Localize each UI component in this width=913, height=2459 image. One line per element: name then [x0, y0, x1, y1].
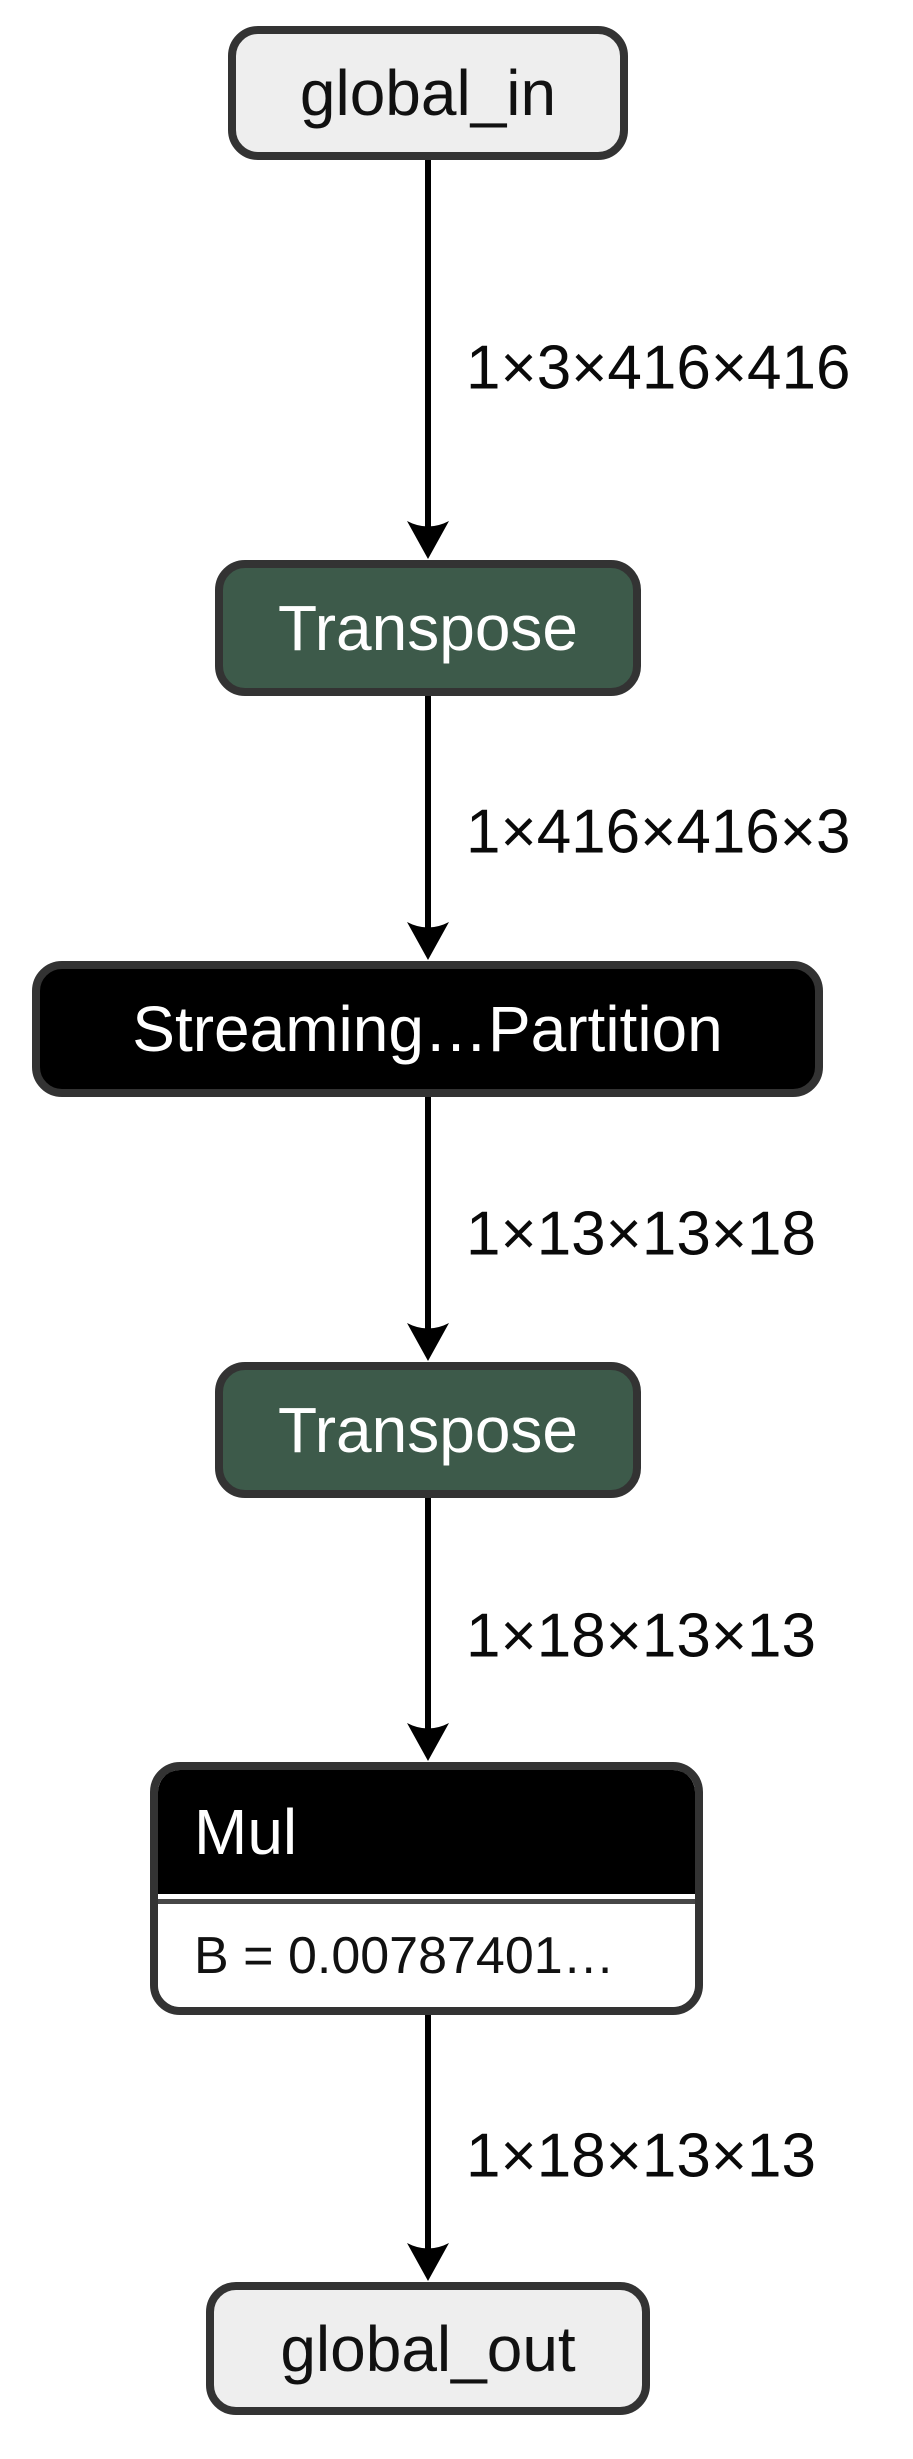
node-streaming-partition[interactable]: Streaming…Partition [32, 961, 823, 1097]
arrowhead-icon [407, 2243, 449, 2281]
arrowhead-icon [407, 1723, 449, 1761]
node-label: Transpose [278, 1394, 578, 1466]
node-label: Transpose [278, 592, 578, 664]
arrowhead-icon [407, 521, 449, 559]
node-mul-attribute-row[interactable]: B = 0.00787401… [158, 1904, 695, 2007]
node-separator-line [158, 1899, 695, 1904]
edge-tensor-label-3[interactable]: 1×13×13×18 [466, 1199, 816, 1269]
node-label: global_out [280, 2312, 576, 2385]
arrowhead-icon [407, 1323, 449, 1361]
node-mul[interactable]: Mul B = 0.00787401… [150, 1762, 703, 2015]
node-label: Mul [194, 1796, 298, 1868]
node-attribute-value: B = 0.00787401… [194, 1926, 615, 1985]
node-separator [158, 1894, 695, 1899]
node-transpose-1[interactable]: Transpose [215, 560, 641, 696]
edge-tensor-label-4[interactable]: 1×18×13×13 [466, 1601, 816, 1671]
node-global-in[interactable]: global_in [228, 26, 628, 160]
arrowhead-icon [407, 922, 449, 960]
node-mul-header: Mul [158, 1770, 695, 1894]
edge-tensor-label-1[interactable]: 1×3×416×416 [466, 333, 851, 403]
node-transpose-2[interactable]: Transpose [215, 1362, 641, 1498]
edge-tensor-label-2[interactable]: 1×416×416×3 [466, 797, 851, 867]
edge-tensor-label-5[interactable]: 1×18×13×13 [466, 2121, 816, 2191]
node-global-out[interactable]: global_out [206, 2282, 650, 2415]
node-label: global_in [299, 57, 557, 129]
node-label: Streaming…Partition [132, 993, 723, 1065]
